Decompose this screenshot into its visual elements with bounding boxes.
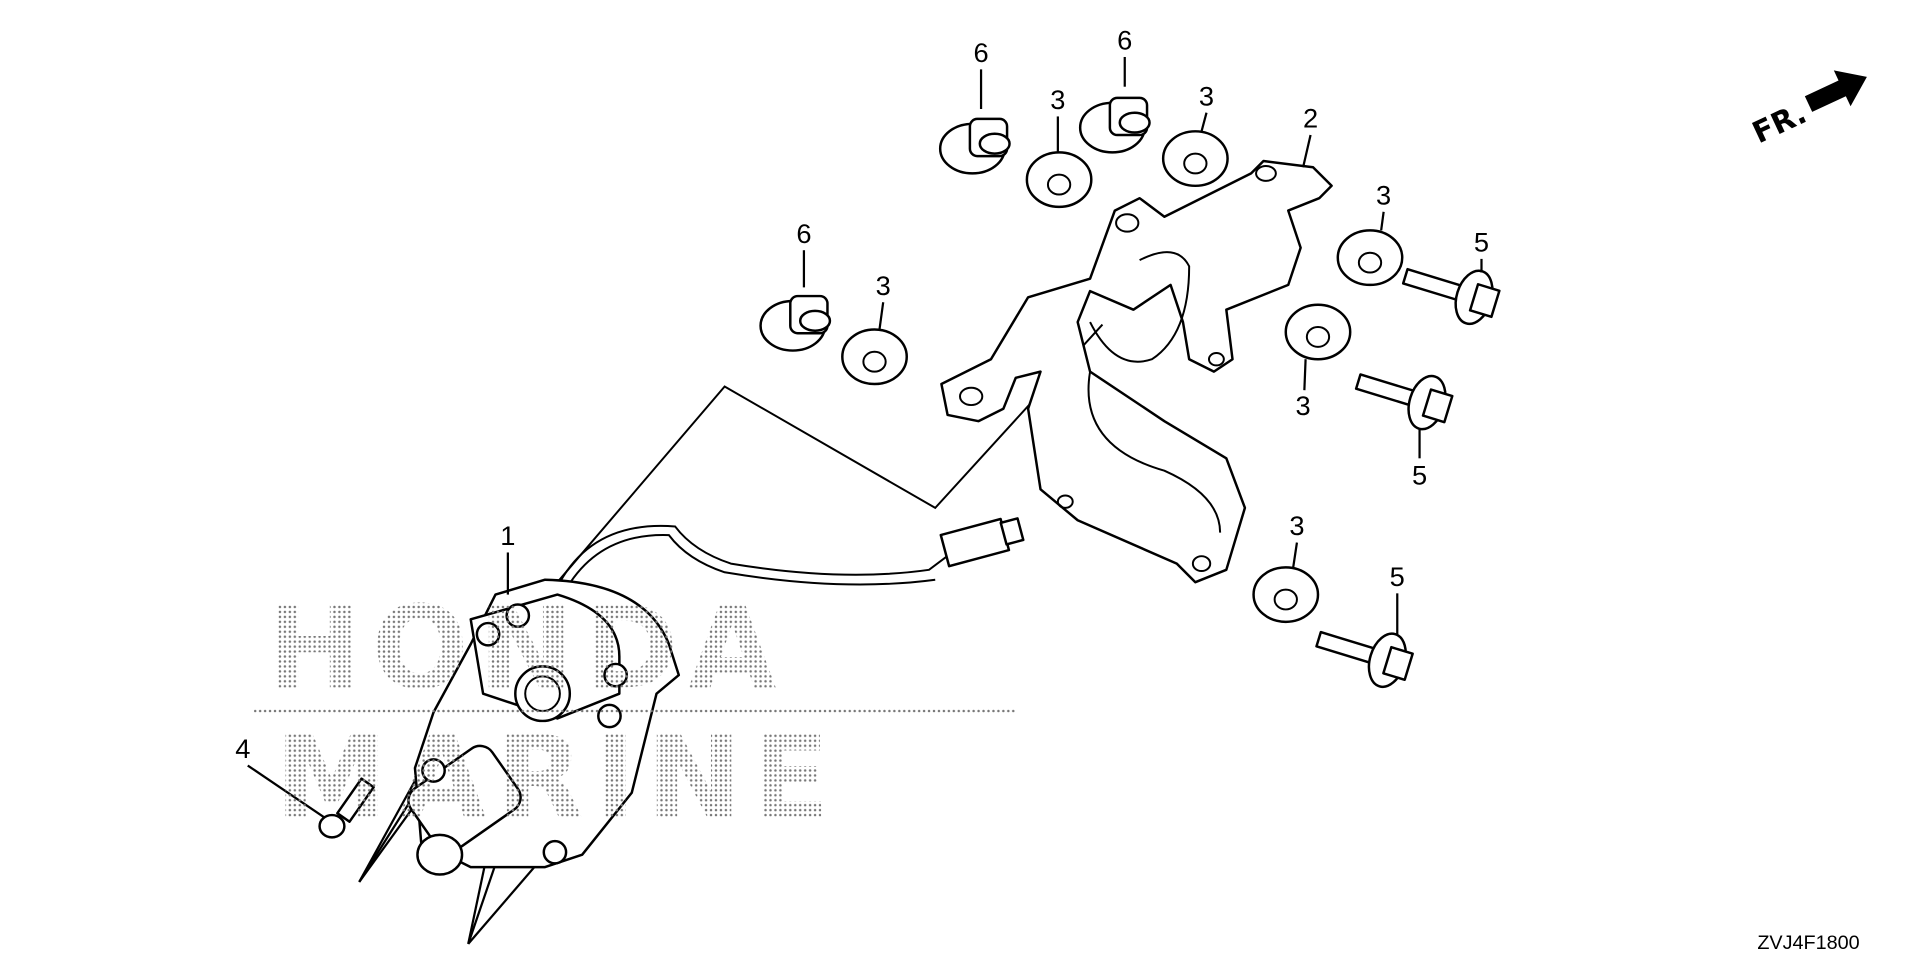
screw-part-4 <box>318 777 375 839</box>
washers-part-3 <box>841 130 1404 624</box>
callout-5: 5 <box>1474 226 1489 257</box>
bolts-part-5 <box>1315 267 1501 689</box>
callouts: 6 6 6 3 3 3 3 3 3 2 5 5 5 1 4 <box>235 25 1489 819</box>
callout-6: 6 <box>796 218 811 249</box>
front-direction-indicator: FR. <box>1747 70 1867 151</box>
front-label: FR. <box>1747 96 1812 151</box>
arrow-right-icon <box>1804 70 1867 112</box>
callout-1: 1 <box>500 520 515 551</box>
callout-2: 2 <box>1303 103 1318 134</box>
callout-3: 3 <box>1289 510 1304 541</box>
motor-part-1 <box>407 517 1025 876</box>
callout-3: 3 <box>1376 179 1391 210</box>
callout-6: 6 <box>1117 25 1132 56</box>
callout-4: 4 <box>235 733 250 764</box>
callout-3: 3 <box>876 270 891 301</box>
callout-3: 3 <box>1296 390 1311 421</box>
callout-5: 5 <box>1412 459 1427 490</box>
callout-3: 3 <box>1050 84 1065 115</box>
callout-5: 5 <box>1390 561 1405 592</box>
bushings-part-6 <box>759 96 1151 352</box>
callout-6: 6 <box>973 37 988 68</box>
callout-3: 3 <box>1199 80 1214 111</box>
diagram-code: ZVJ4F1800 <box>1757 932 1859 954</box>
bracket-part-2 <box>940 159 1333 584</box>
